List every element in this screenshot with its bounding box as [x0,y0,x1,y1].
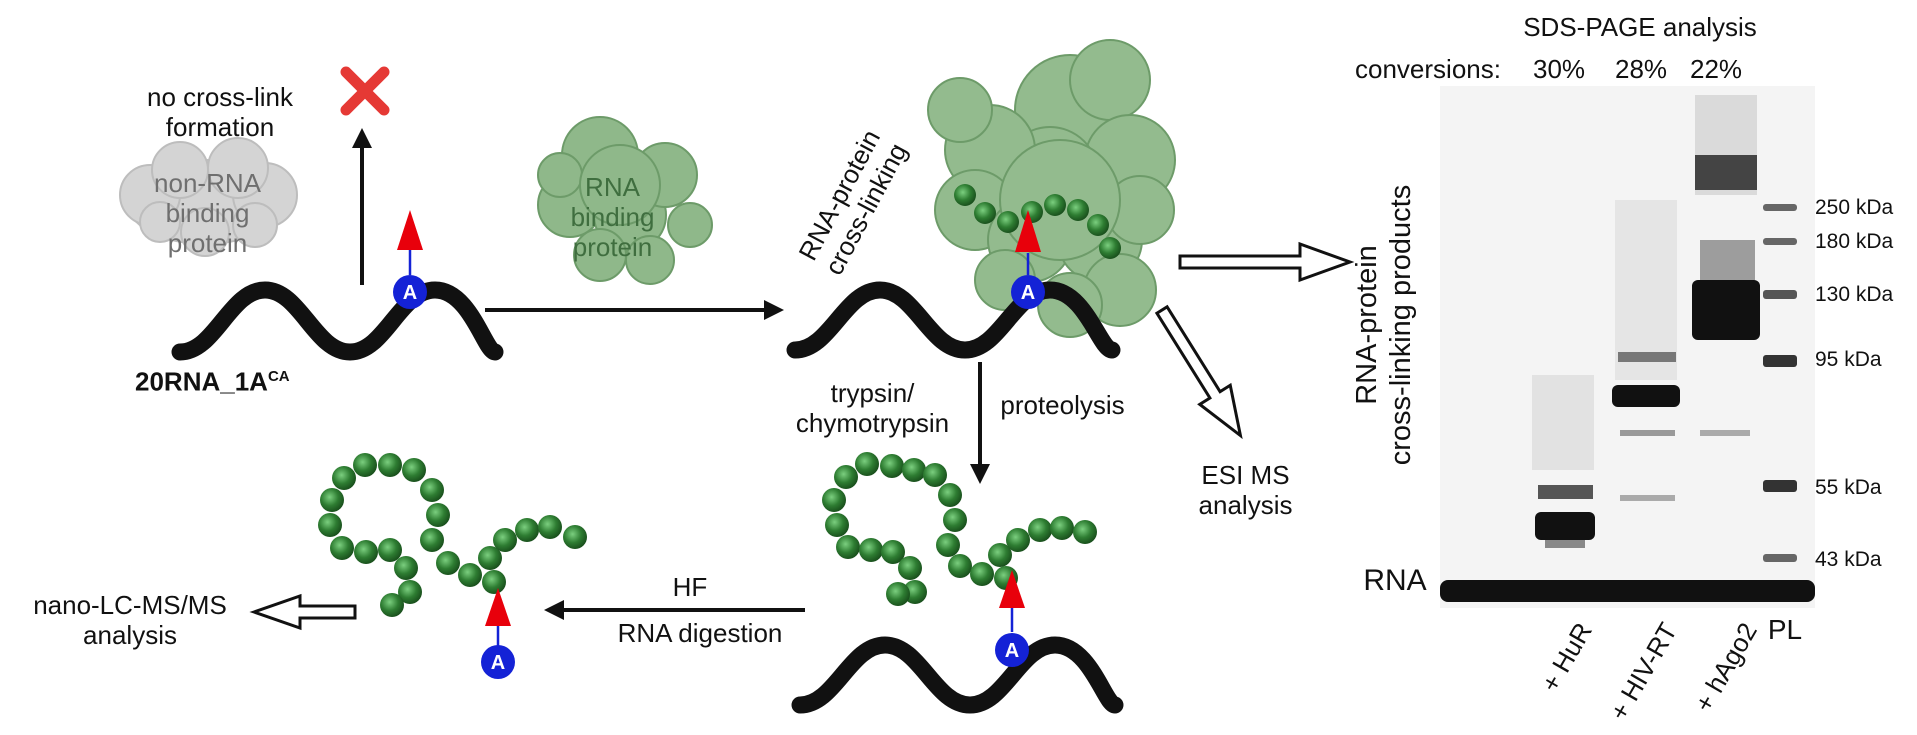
rna-backbone-2 [786,281,1121,359]
lane-label-ladder: PL [1767,614,1803,645]
conversion-hivrt: 28% [1615,54,1668,84]
conversion-hago2: 22% [1690,54,1743,84]
adenosine-letter-1: A [402,282,418,304]
rna-digestion-label: RNA digestion [617,618,783,648]
rna-name-main: 20RNA_1A [135,366,268,397]
crosslinker-triangle-4 [485,588,511,626]
rna-name-label: 20RNA_1ACA [135,362,335,397]
gel-title: SDS-PAGE analysis [1523,12,1757,42]
hollow-arrow-to-nanolc [249,593,357,631]
nanolc-label: nano-LC-MS/MS analysis [33,590,227,650]
gel-lane-ladder [1763,204,1797,562]
hollow-arrow-to-gel [1178,241,1355,283]
complex-peptide-beads [954,184,1121,259]
marker-55: 55 kDa [1815,476,1882,499]
crosslinker-triangle-3 [999,570,1025,608]
esi-ms-label: ESI MS analysis [1198,460,1293,520]
nonrna-binding-protein-cloud [119,137,298,257]
rna-binding-protein-blob [537,116,713,285]
gel-lane-hur [1532,375,1595,548]
no-crosslink-x-icon [340,66,390,116]
rna-backbone-3 [791,636,1124,714]
marker-95: 95 kDa [1815,348,1882,371]
crosslinker-triangle-1 [397,210,423,250]
hf-label: HF [672,572,708,602]
adenosine-2 [1011,275,1045,309]
adenosine-4 [481,645,515,679]
adenosine-1 [393,275,427,309]
gel-lane-hivrt [1612,200,1680,501]
rna-name-sup: CA [267,368,290,385]
adenosine-letter-3: A [1004,640,1020,662]
crosslinked-protein-complex [927,39,1176,338]
marker-180: 180 kDa [1815,230,1894,253]
gel-lane-hago2 [1692,95,1760,436]
rna-binding-protein-label: RNA binding protein [570,172,655,262]
gel-rna-band [1440,580,1815,602]
peptide-chain-after-proteolysis [822,452,1097,606]
conversion-hur: 30% [1533,54,1586,84]
adenosine-letter-2: A [1020,282,1036,304]
gel-y-axis-label: RNA-protein cross-linking products [1351,184,1417,466]
adenosine-3 [995,633,1029,667]
crosslinker-triangle-2 [1015,210,1041,252]
marker-250: 250 kDa [1815,196,1894,219]
protease-label: trypsin/ chymotrypsin [795,378,950,438]
adenosine-letter-4: A [490,652,506,674]
gel-rna-label: RNA [1363,564,1427,597]
no-crosslink-label: no cross-link formation [147,82,293,142]
hollow-arrow-to-esi [1154,304,1243,440]
proteolysis-label: proteolysis [1000,390,1125,420]
peptide-chain-after-hf [318,453,587,617]
rna-backbone-1 [171,281,504,361]
conversions-label: conversions: [1355,54,1501,84]
sds-page-gel [1440,86,1815,608]
marker-43: 43 kDa [1815,548,1882,571]
nonrna-binding-protein-label: non-RNA binding protein [154,168,261,258]
marker-130: 130 kDa [1815,283,1894,306]
